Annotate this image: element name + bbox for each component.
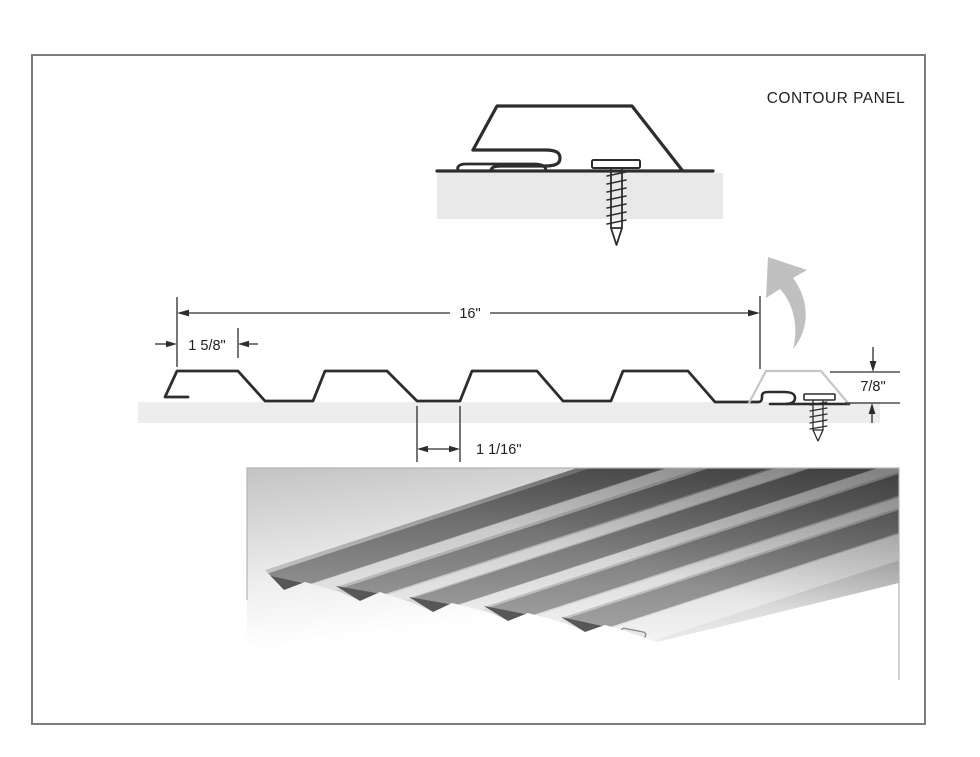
male-leg-line [456,162,548,173]
panel-3d [265,468,899,642]
substrate-profile [138,402,880,423]
seam-detail-view [435,104,723,246]
dim-coverage-width: 16" [176,296,761,369]
page-title: CONTOUR PANEL [767,90,906,107]
dim-label-valley-width: 1 1/16" [476,442,521,458]
male-edge-step [756,390,797,406]
overlap-panel-ghost [747,369,850,405]
dim-label-rib-top-width: 1 5/8" [188,338,225,354]
hem-hook-line [471,148,562,173]
dim-rib-top-width: 1 5/8" [155,328,258,358]
dim-label-panel-depth: 7/8" [860,379,885,395]
fastener-screw-detail [591,159,641,246]
callout-curved-arrow-icon [766,257,807,349]
profile-section-view [138,257,880,442]
substrate-detail [437,173,723,219]
dim-label-coverage-width: 16" [459,306,480,322]
dimensions: 16" 1 5/8" 1 1/16" 7/8" [155,296,900,462]
overlap-rib-outline [471,104,684,172]
fastener-screw-profile [803,393,836,442]
panel-profile-line [163,369,760,404]
perspective-view [246,467,900,680]
dim-panel-depth: 7/8" [830,347,900,423]
render-frame [246,467,900,680]
dim-valley-width: 1 1/16" [416,406,521,462]
